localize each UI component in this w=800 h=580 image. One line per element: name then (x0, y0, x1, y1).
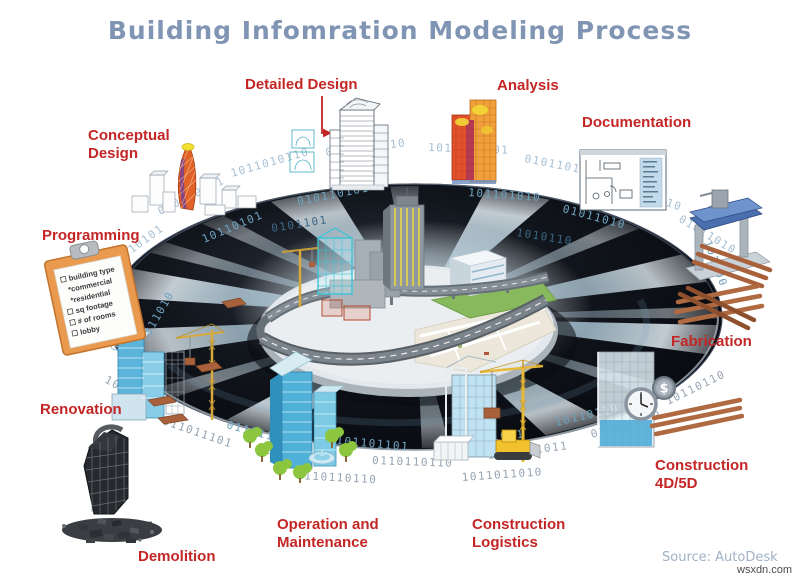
label-operation-maintenance: Operation and Maintenance (277, 516, 379, 551)
illustration-operation-maintenance (243, 351, 357, 483)
label-renovation: Renovation (40, 401, 122, 418)
label-documentation: Documentation (582, 114, 692, 131)
illustration-programming-clipboard: ☐ building type *commercial *residential… (43, 240, 147, 356)
watermark: wsxdn.com (737, 564, 793, 576)
label-construction-logistics: Construction Logistics (472, 516, 566, 551)
binary-strand: 101101010 (468, 186, 542, 204)
trees (243, 427, 357, 483)
label-demolition: Demolition (138, 548, 216, 565)
container (433, 435, 475, 461)
illustration-fabrication (673, 189, 773, 331)
binary-strand: 0110110110 (372, 454, 454, 470)
illustration-analysis (451, 99, 497, 184)
city-buildings (281, 188, 425, 321)
city-model (247, 188, 577, 406)
label-conceptual-design: Conceptual Design (88, 127, 170, 162)
fountain (308, 450, 336, 465)
label-construction-4d-5d: Construction 4D/5D (655, 457, 749, 492)
page-title: Building Infomration Modeling Process (107, 16, 693, 45)
illustration-demolition (62, 424, 162, 543)
illustration-construction-logistics (433, 355, 544, 462)
label-analysis: Analysis (497, 77, 559, 94)
label-programming: Programming (42, 227, 140, 244)
binary-strand: 1011010110 (229, 145, 311, 180)
illustration-conceptual-design (131, 143, 257, 216)
rubble (62, 518, 154, 543)
binary-strand: 1011011010 (461, 465, 543, 484)
illustration-detailed-design (289, 96, 389, 191)
brick-pallets (147, 297, 247, 425)
illustration-construction-4d5d: $ (597, 351, 745, 448)
dollar-sign: $ (659, 382, 668, 397)
label-fabrication: Fabrication (671, 333, 752, 350)
clock-icon (624, 387, 658, 421)
binary-strand: 0110110110 (296, 469, 378, 486)
source-credit: Source: AutoDesk (662, 550, 778, 565)
bulldozer (494, 429, 541, 460)
label-detailed-design: Detailed Design (245, 76, 358, 93)
